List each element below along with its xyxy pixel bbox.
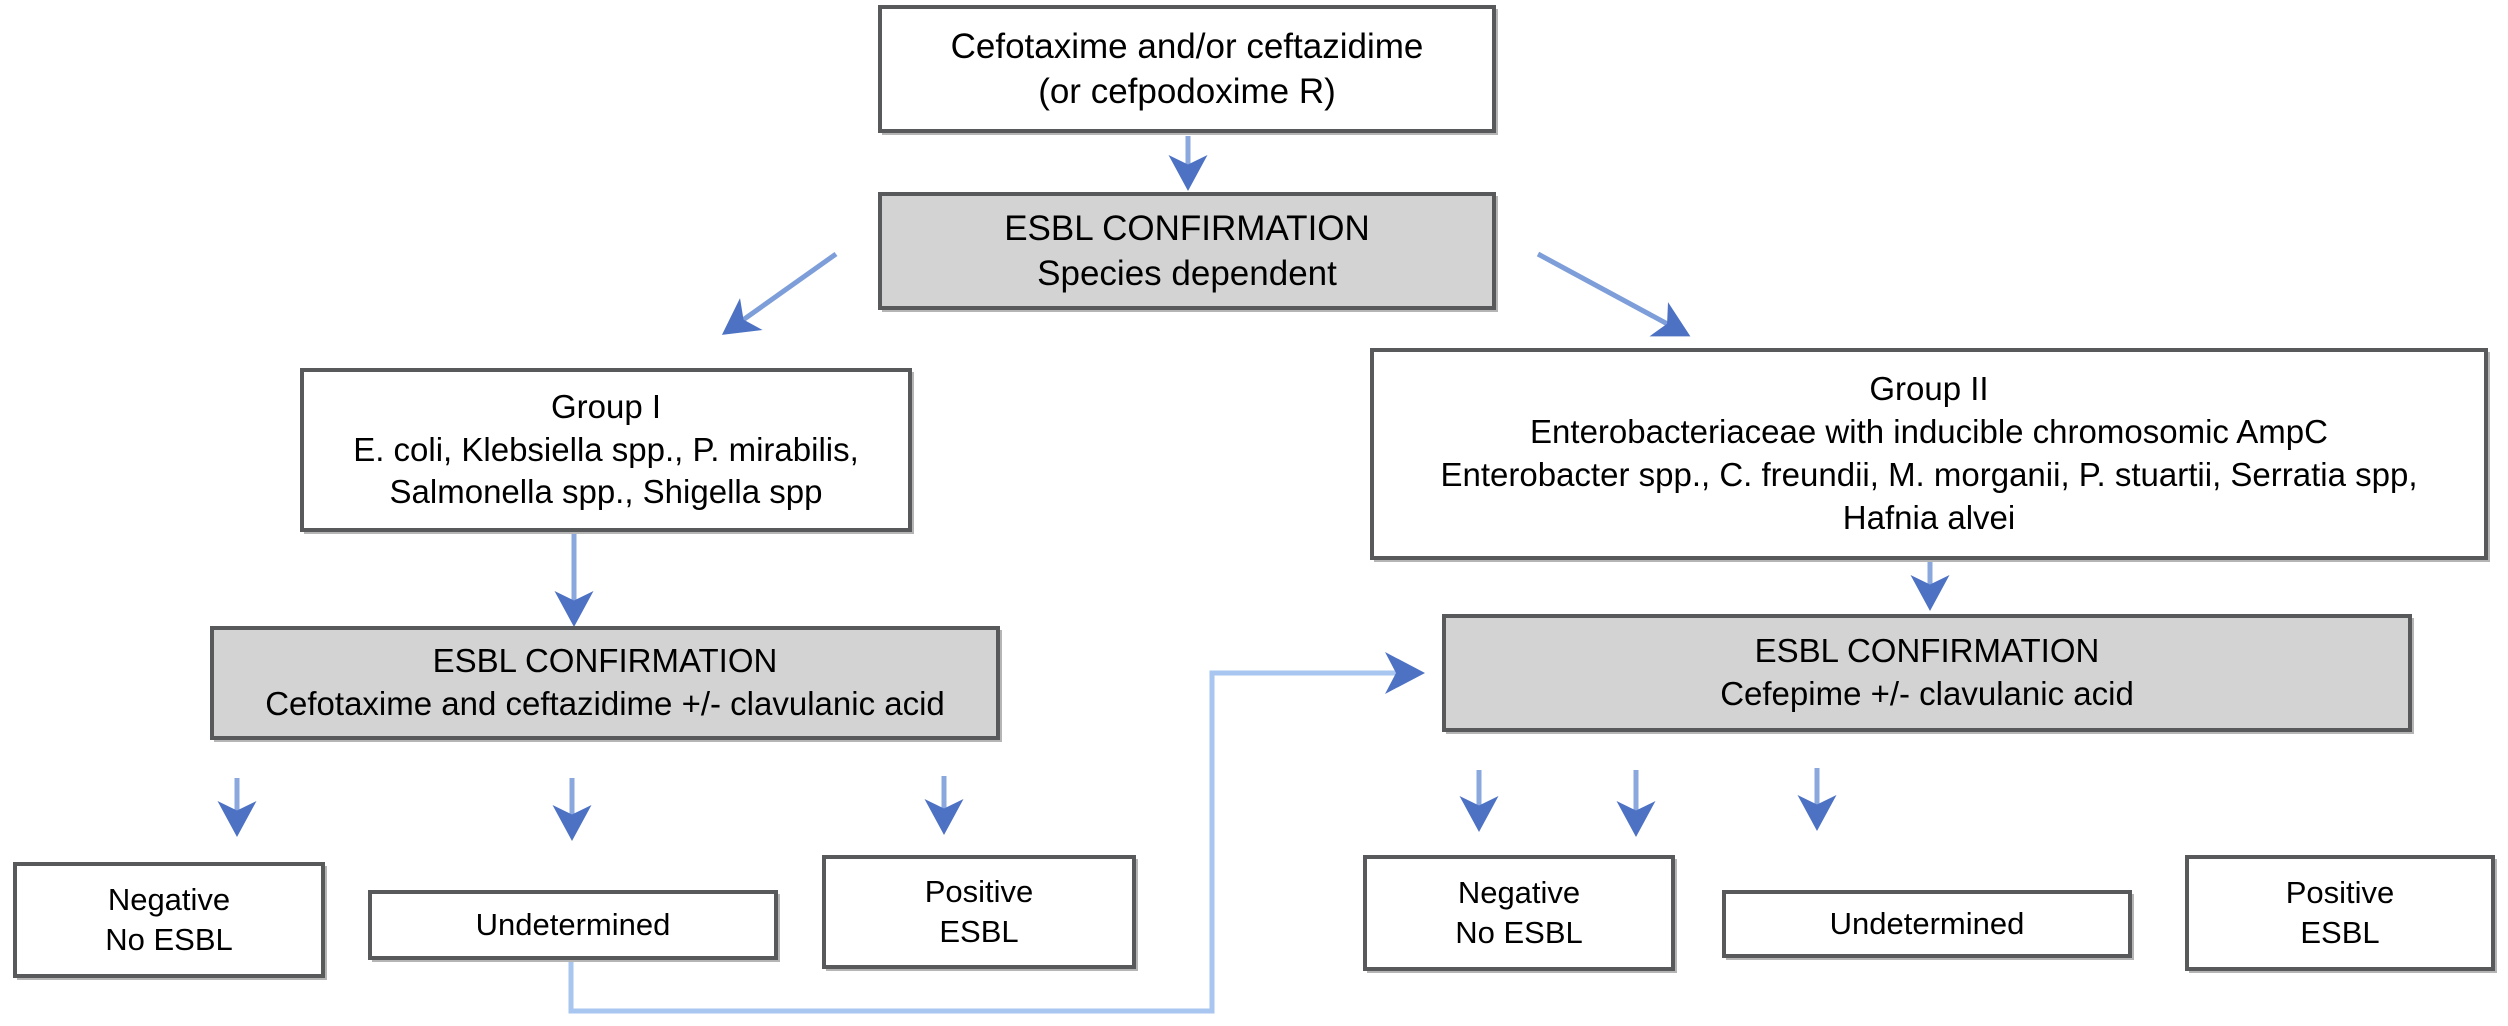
node-left-positive[interactable]: Positive ESBL: [822, 855, 1136, 969]
node-confirmation-left[interactable]: ESBL CONFIRMATION Cefotaxime and ceftazi…: [210, 626, 1000, 740]
node-group-ii-line-4: Hafnia alvei: [1842, 498, 2016, 536]
node-group-i[interactable]: Group I E. coli, Klebsiella spp., P. mir…: [300, 368, 912, 532]
node-confirmation-species-line-2: Species dependent: [1037, 254, 1337, 293]
node-confirmation-species[interactable]: ESBL CONFIRMATION Species dependent: [878, 192, 1496, 310]
node-right-negative-line-1: Negative: [1457, 874, 1581, 910]
node-right-negative[interactable]: Negative No ESBL: [1363, 855, 1675, 971]
node-right-negative-line-2: No ESBL: [1455, 915, 1583, 950]
node-right-positive-line-2: ESBL: [2300, 915, 2380, 950]
node-left-negative-line-2: No ESBL: [105, 922, 233, 957]
node-confirmation-left-line-1: ESBL CONFIRMATION: [432, 642, 778, 680]
node-right-positive[interactable]: Positive ESBL: [2185, 855, 2495, 971]
node-left-negative-line-1: Negative: [107, 881, 231, 917]
node-screening-line-2: (or cefpodoxime R): [1038, 72, 1336, 111]
node-left-undetermined[interactable]: Undetermined: [368, 890, 778, 960]
node-group-ii-line-1: Group II: [1869, 370, 1989, 408]
node-group-ii-line-2: Enterobacteriaceae with inducible chromo…: [1530, 413, 2328, 451]
node-right-undetermined[interactable]: Undetermined: [1722, 890, 2132, 958]
node-group-ii-line-3: Enterobacter spp., C. freundii, M. morga…: [1440, 456, 2418, 493]
node-left-negative[interactable]: Negative No ESBL: [13, 862, 325, 978]
node-confirmation-right-line-2: Cefepime +/- clavulanic acid: [1720, 675, 2134, 712]
node-screening[interactable]: Cefotaxime and/or ceftazidime (or cefpod…: [878, 5, 1496, 133]
node-confirmation-species-line-1: ESBL CONFIRMATION: [1004, 208, 1370, 248]
node-right-undetermined-line-1: Undetermined: [1829, 905, 2025, 941]
node-left-positive-line-1: Positive: [924, 873, 1034, 909]
node-group-i-line-3: Salmonella spp., Shigella spp: [389, 473, 823, 511]
node-confirmation-right[interactable]: ESBL CONFIRMATION Cefepime +/- clavulani…: [1442, 614, 2412, 732]
node-left-positive-line-2: ESBL: [939, 914, 1019, 949]
node-confirmation-left-line-2: Cefotaxime and ceftazidime +/- clavulani…: [265, 685, 945, 722]
node-group-i-line-1: Group I: [550, 387, 662, 425]
edge-confirmation-species-to-group-i: [721, 251, 838, 335]
node-group-i-line-2: E. coli, Klebsiella spp., P. mirabilis,: [353, 430, 859, 468]
node-left-undetermined-line-1: Undetermined: [475, 906, 671, 942]
edge-confirmation-species-to-group-ii: [1536, 251, 1691, 337]
node-right-positive-line-1: Positive: [2285, 874, 2395, 910]
node-group-ii[interactable]: Group II Enterobacteriaceae with inducib…: [1370, 348, 2488, 560]
node-confirmation-right-line-1: ESBL CONFIRMATION: [1754, 632, 2100, 670]
node-screening-line-1: Cefotaxime and/or ceftazidime: [950, 26, 1424, 66]
